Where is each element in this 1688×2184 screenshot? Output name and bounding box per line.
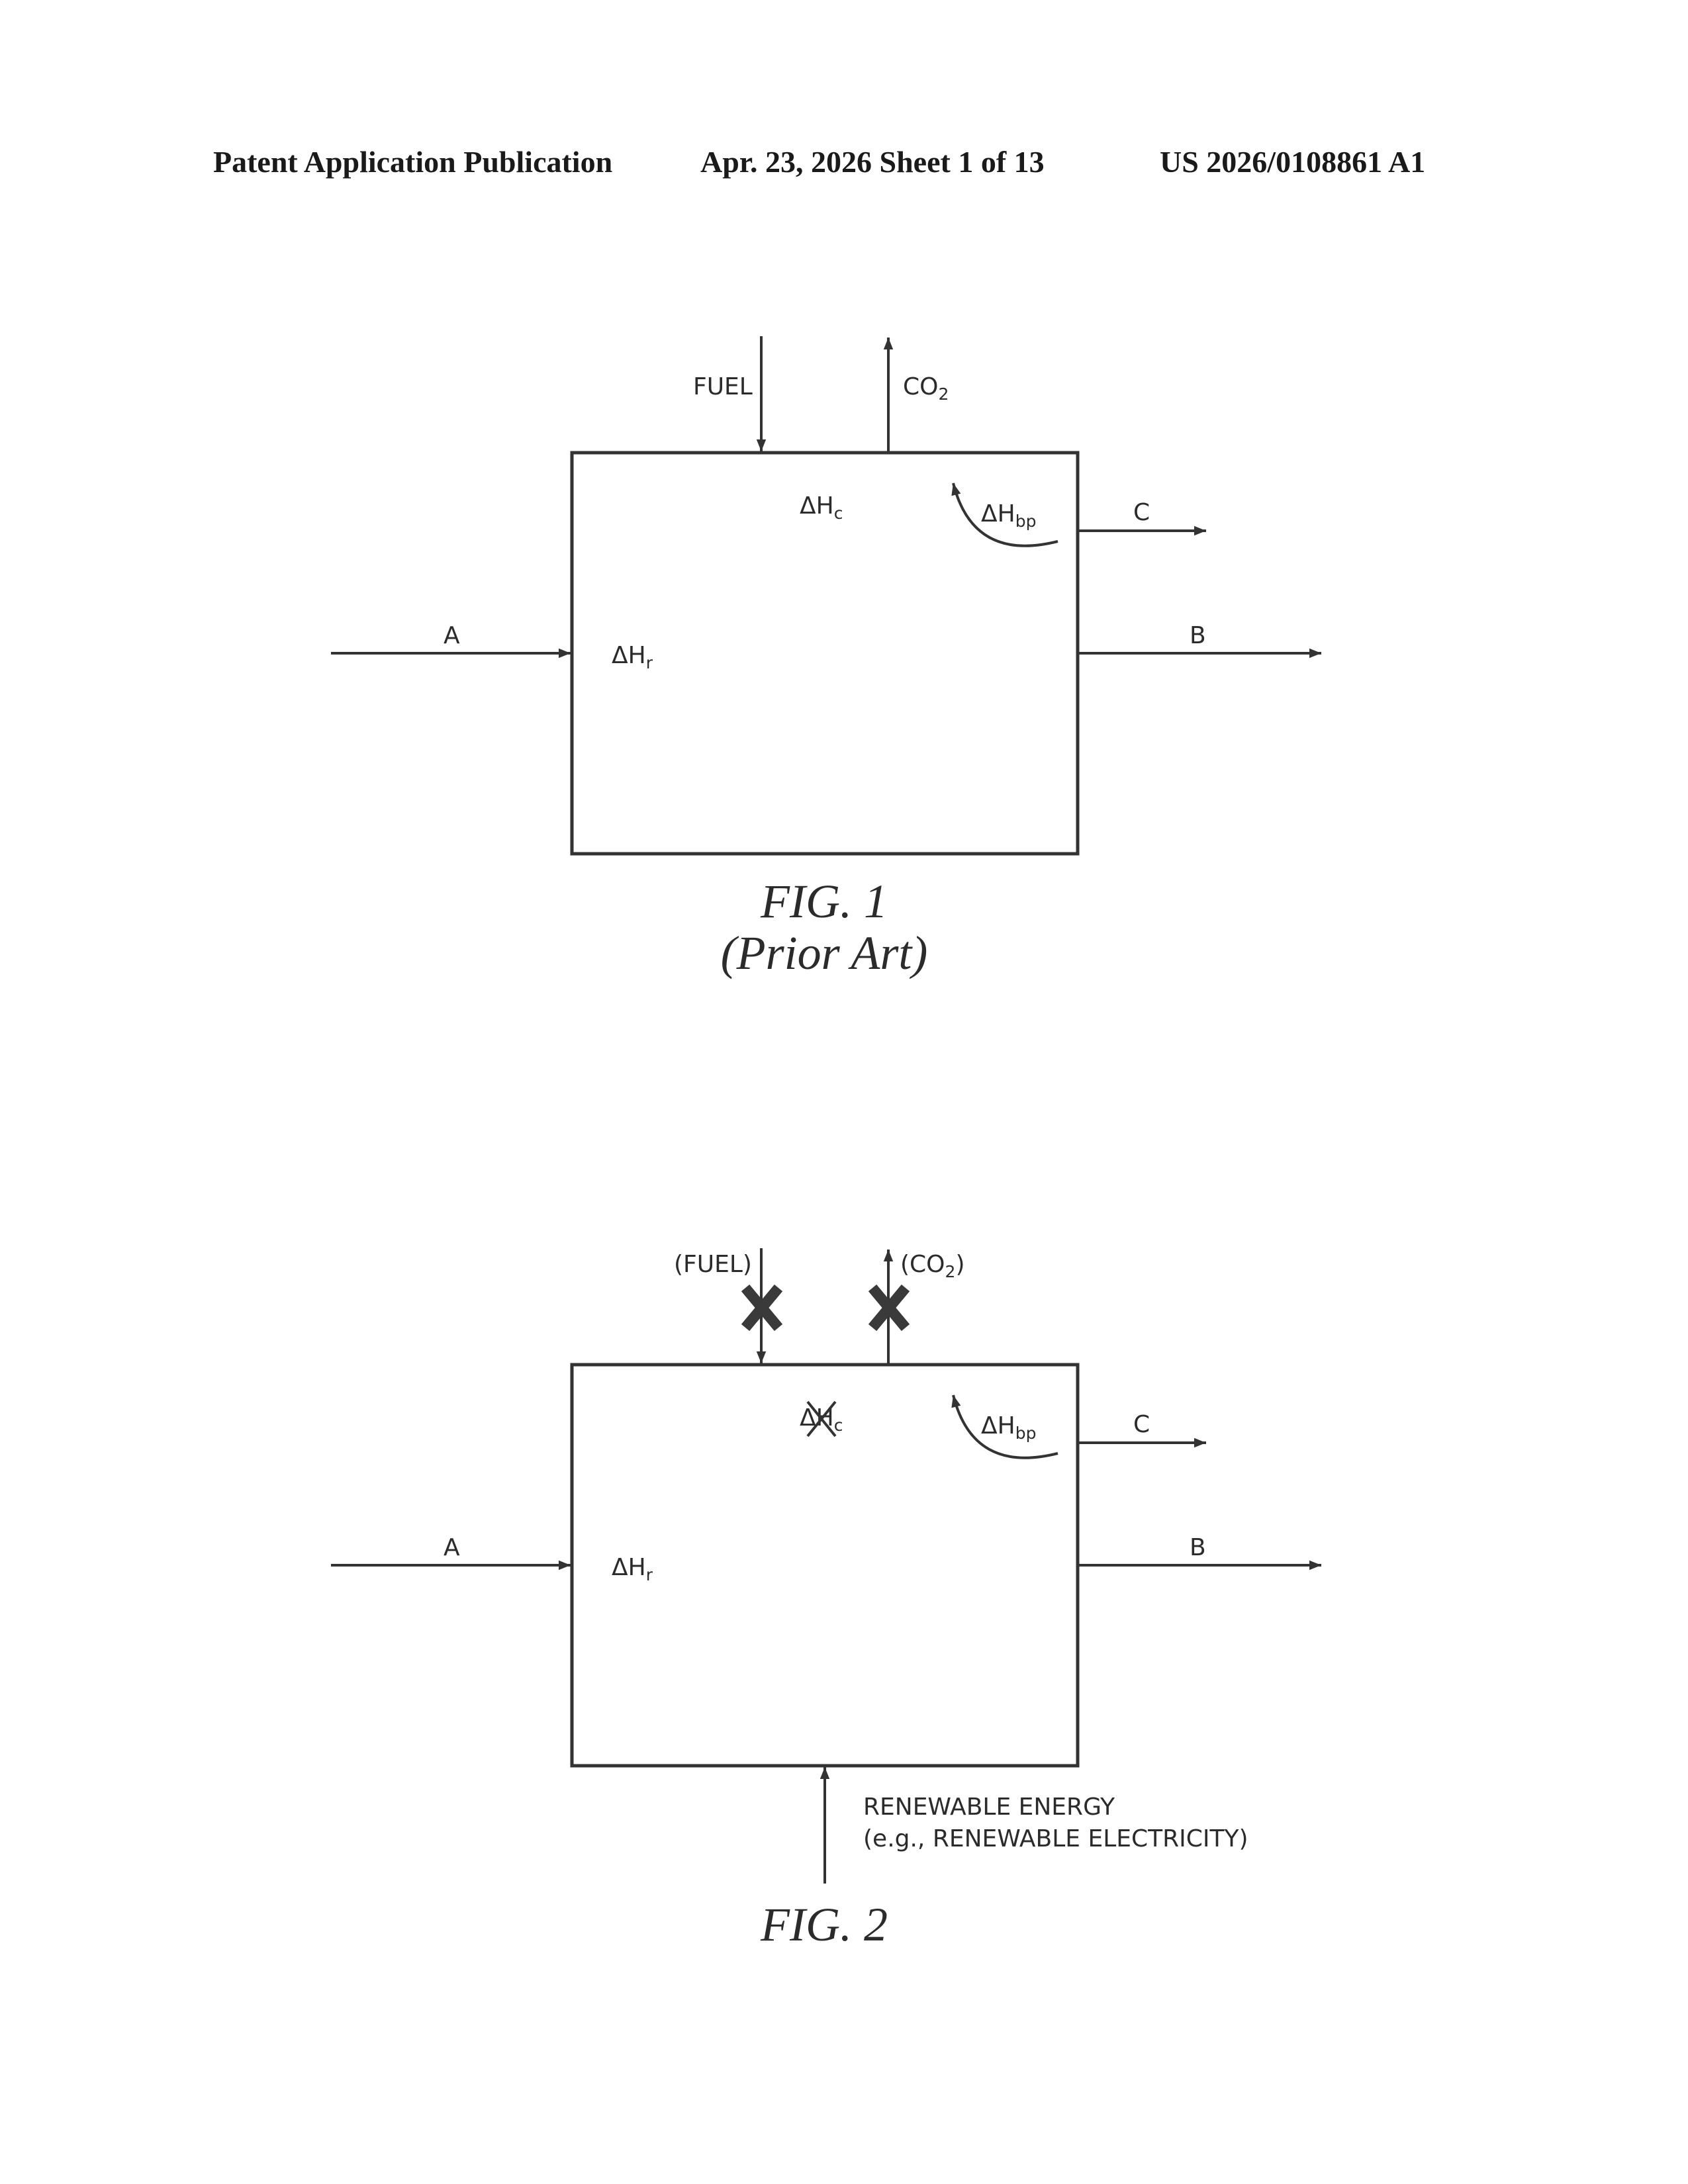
fig1-dh-c-label: ΔHc (800, 492, 843, 523)
fig2-stream-c-label: C (1133, 1411, 1150, 1438)
fig2-stream-a-label: A (444, 1534, 460, 1561)
fig1-stream-c-label: C (1133, 499, 1150, 526)
fig1-caption: FIG. 1 (760, 875, 888, 928)
fig2-renewable-electricity-label: (e.g., RENEWABLE ELECTRICITY) (863, 1825, 1248, 1852)
fig1-co2-label: CO2 (903, 373, 949, 404)
fig2-co2-label: (CO2) (900, 1251, 964, 1281)
fig1-dh-bp-label: ΔHbp (981, 500, 1036, 531)
fig2-dh-bp-label: ΔHbp (981, 1412, 1036, 1443)
fig1-diagram: FUEL CO2 ΔHc ΔHbp C A ΔHr B FIG. 1 (Prio… (331, 336, 1321, 979)
fig2-diagram: (FUEL) (CO2) ΔHc ΔHbp C A ΔHr B RENEWABL… (331, 1248, 1321, 1951)
fig2-dh-r-label: ΔHr (612, 1554, 653, 1584)
fig1-stream-b-label: B (1190, 622, 1206, 649)
fig1-fuel-label: FUEL (693, 373, 753, 400)
fig2-caption: FIG. 2 (760, 1898, 888, 1951)
fig1-caption-prior-art: (Prior Art) (721, 927, 928, 979)
fig1-dh-r-label: ΔHr (612, 642, 653, 672)
fig2-renewable-energy-label: RENEWABLE ENERGY (863, 1794, 1115, 1821)
fig1-stream-a-label: A (444, 622, 460, 649)
fig2-stream-b-label: B (1190, 1534, 1206, 1561)
fig2-fuel-label: (FUEL) (674, 1251, 752, 1278)
